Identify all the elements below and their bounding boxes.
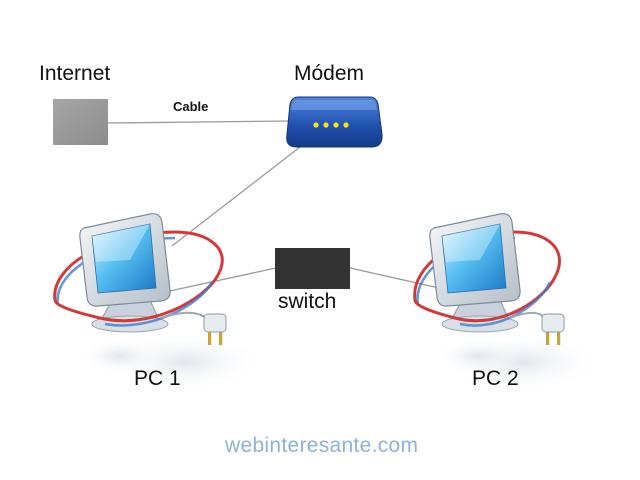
cable-modem-pc1 <box>171 146 301 247</box>
modem-lights <box>313 122 349 128</box>
connections <box>107 120 449 293</box>
pc1-label: PC 1 <box>134 367 181 390</box>
pc2-computer-icon <box>413 213 605 392</box>
internet-label: Internet <box>39 62 111 85</box>
watermark-text: webinteresante.com <box>225 434 419 457</box>
power-plug-icon <box>541 313 565 345</box>
cable-internet-modem <box>107 120 289 124</box>
cable-pc1-switch <box>164 267 277 293</box>
switch-box <box>275 248 350 289</box>
internet-box <box>53 99 108 145</box>
modem-icon <box>286 96 383 148</box>
modem-label: Módem <box>294 62 365 85</box>
cable-switch-pc2 <box>349 267 449 291</box>
cable-label: Cable <box>173 99 209 114</box>
switch-label: switch <box>278 290 337 313</box>
pc1-computer-icon <box>53 213 267 392</box>
pc2-label: PC 2 <box>472 367 519 390</box>
power-plug-icon <box>203 313 227 345</box>
